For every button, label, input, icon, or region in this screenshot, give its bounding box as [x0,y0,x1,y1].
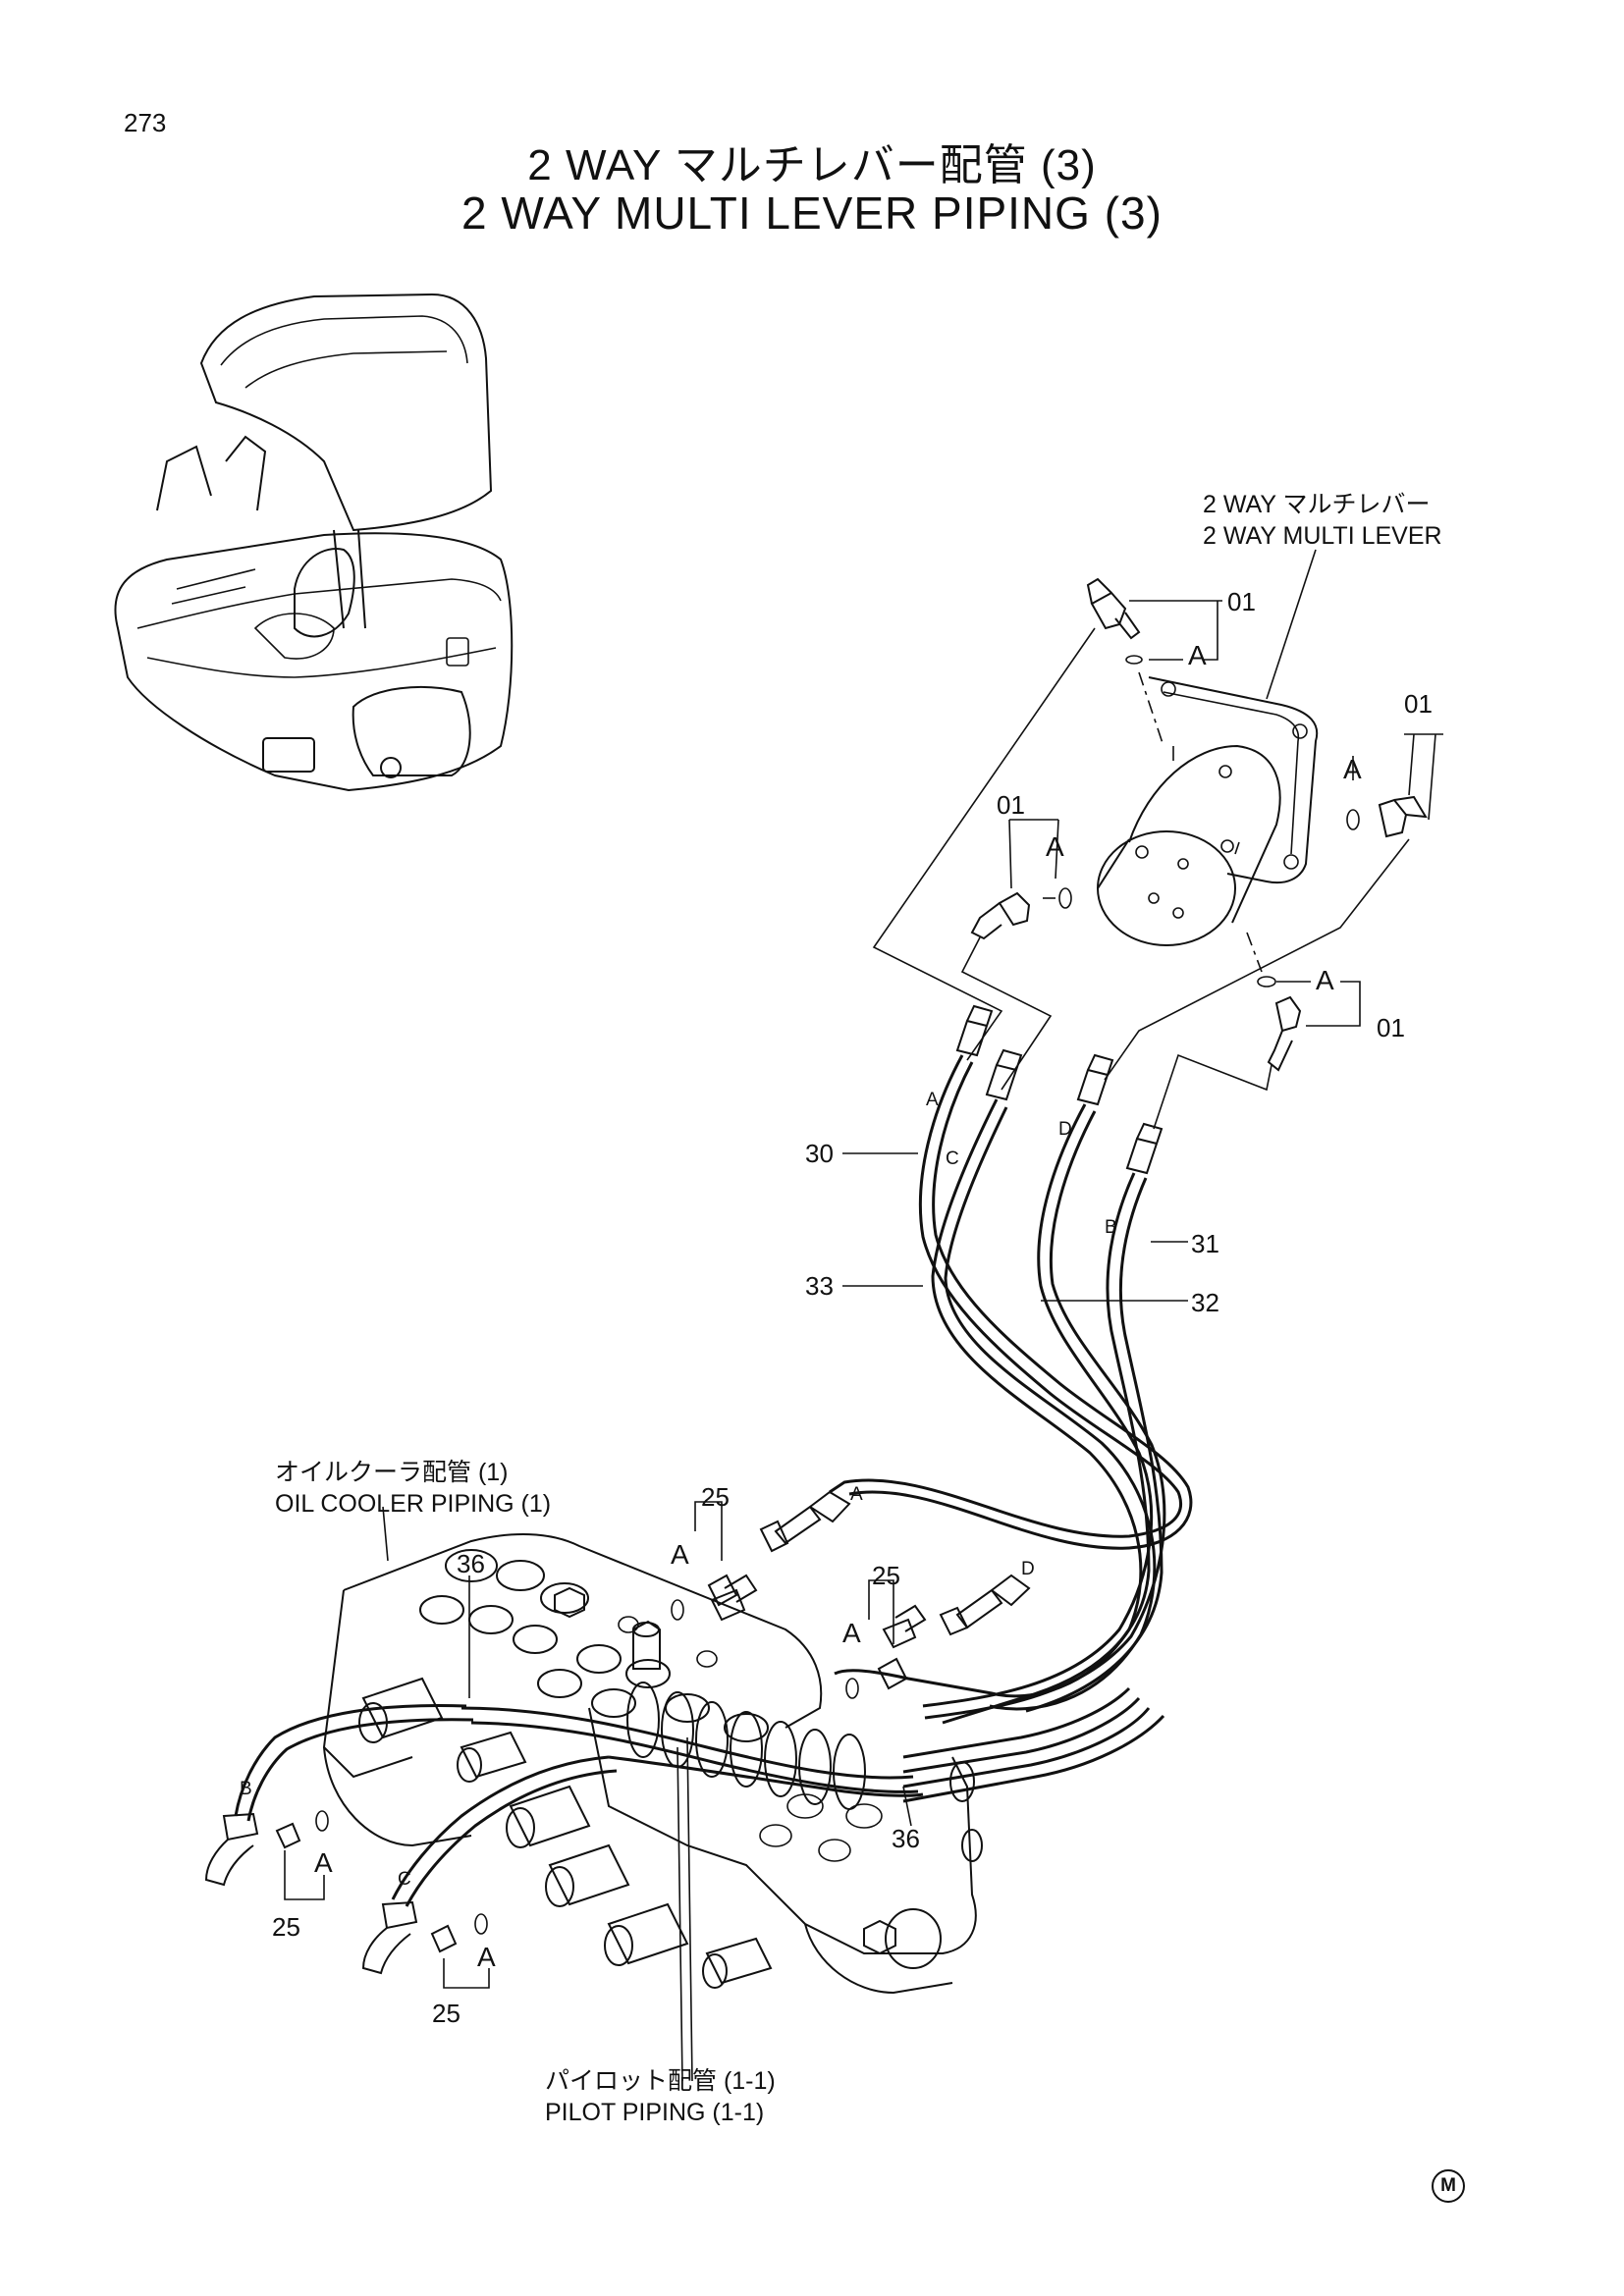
callout-leaders [842,1152,1188,1302]
callout-32: 32 [1191,1288,1219,1317]
oring-label-25-c: A [314,1847,333,1878]
hose-end-fittings-bottom [710,1490,1031,1649]
bottom-elbow-fitting [1246,932,1361,1072]
oring-label-right: A [1343,754,1362,784]
multi-lever-label-en: 2 WAY MULTI LEVER [1203,522,1442,550]
hose-tag-b-bottom: B [240,1779,252,1799]
oring-label-25-d: A [477,1942,496,1972]
oring-label-25-b: A [842,1618,861,1648]
pilot-piping-label-ja: パイロット配管 (1-1) [545,2067,776,2095]
leader-lines [872,627,1410,1130]
page-number: 273 [124,108,167,137]
cab-illustration [114,293,514,792]
page-title-en: 2 WAY MULTI LEVER PIPING (3) [461,187,1163,239]
hose-tag-a-top: A [926,1090,939,1110]
manufacturer-mark: M [1432,2169,1465,2203]
callout-31: 31 [1191,1229,1219,1258]
multi-lever-valve [1097,549,1319,946]
oring-label-25-a: A [671,1539,689,1570]
callout-25-a: 25 [701,1482,730,1512]
hose-31 [942,1172,1164,1725]
oil-cooler-label-ja: オイルクーラ配管 (1) [275,1459,509,1486]
hose-tag-c-bottom: C [398,1869,411,1890]
oil-cooler-label-en: OIL COOLER PIPING (1) [275,1490,552,1518]
hose-tag-d-top: D [1058,1119,1072,1140]
callout-33: 33 [805,1271,834,1301]
connector-fittings [275,1501,908,1989]
callout-01-top: 01 [1227,587,1256,616]
hose-30 [829,1054,1193,1550]
callout-25-b: 25 [872,1561,900,1590]
callout-01-right: 01 [1404,689,1433,719]
oring-label-left: A [1046,831,1064,862]
hose-33 [834,1098,1157,1711]
control-valve-block [204,1506,1165,2082]
hose-tag-b-top: B [1105,1217,1117,1238]
top-elbow-fitting [1086,577,1222,747]
pilot-piping-label-en: PILOT PIPING (1-1) [545,2099,765,2126]
hose-tag-d-bottom: D [1021,1559,1035,1579]
oring-label-bottom: A [1316,965,1334,995]
page-title-ja: 2 WAY マルチレバー配管 (3) [527,141,1097,189]
callout-01-left: 01 [997,790,1025,820]
left-elbow-fitting [970,819,1072,940]
multi-lever-label-ja: 2 WAY マルチレバー [1203,491,1431,518]
callout-36-right: 36 [892,1824,920,1853]
hose-tag-a-bottom: A [850,1484,863,1505]
callout-25-c: 25 [272,1912,300,1942]
callout-25-d: 25 [432,1999,460,2028]
hose-end-fittings-top [955,1004,1164,1175]
oring-label-top: A [1188,640,1207,670]
callout-30: 30 [805,1139,834,1168]
hose-tag-c-top: C [946,1148,959,1169]
right-elbow-fitting [1346,733,1443,838]
callout-36-left: 36 [457,1549,485,1578]
callout-01-bottom: 01 [1377,1013,1405,1042]
